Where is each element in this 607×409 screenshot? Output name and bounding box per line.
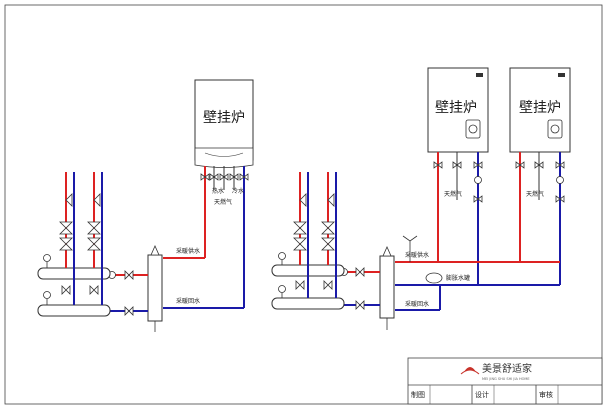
right-return-manifold: [271, 297, 345, 310]
left-boiler: 壁挂炉: [194, 79, 254, 168]
right-boiler-b-logo: [558, 73, 565, 77]
right-gas-b-label: 天燃气: [526, 190, 544, 198]
title-block: 美景舒适家 MEI JING SHU SHI JIA HOME 制图 设计 审核: [407, 357, 603, 405]
drawing-border: [4, 4, 603, 405]
right-heating-supply-label: 采暖供水: [405, 251, 429, 259]
right-boiler-valves: [433, 161, 565, 203]
brand-logo: [460, 367, 480, 375]
right-expansion-tank-label: 膨胀水罐: [446, 274, 470, 282]
title-cell-review: 审核: [539, 390, 553, 399]
left-supply-gauge-icon: [43, 254, 51, 262]
left-loop-risers: [65, 172, 103, 305]
left-return-manifold: [37, 304, 111, 317]
right-supply-gauge-icon: [278, 252, 286, 260]
right-safety-valve: [402, 235, 418, 262]
right-boiler-b-dial-icon: [550, 124, 560, 134]
right-separator: [379, 255, 395, 319]
left-boiler-base: [194, 147, 254, 168]
left-boiler-arc: [204, 152, 244, 157]
brand-subtitle: MEI JING SHU SHI JIA HOME: [482, 377, 530, 381]
left-hot-label: 热水: [212, 187, 224, 195]
right-system: 壁挂炉 壁挂炉 天燃气 天燃气: [271, 67, 571, 330]
right-separator-vent: [382, 246, 392, 257]
left-loop-valves: [59, 193, 101, 295]
right-boiler-b: 壁挂炉: [509, 67, 571, 153]
right-boiler-a: 壁挂炉: [427, 67, 489, 153]
right-boiler-a-logo: [476, 73, 483, 77]
left-boiler-valves: [200, 173, 249, 181]
right-loop-risers: [299, 172, 337, 298]
left-return-gauge-icon: [43, 291, 51, 299]
left-system: 壁挂炉 热水 冷水 天燃气 采暖供水 采暖回水: [37, 79, 254, 332]
left-main-valves: [108, 270, 134, 316]
right-boiler-a-dial-icon: [468, 124, 478, 134]
left-separator-vent: [150, 245, 160, 256]
right-heating-return-label: 采暖回水: [405, 300, 429, 308]
left-heating-supply-label: 采暖供水: [176, 247, 200, 255]
left-separator: [147, 254, 163, 322]
right-return-gauge-icon: [278, 285, 286, 293]
left-heating-return-label: 采暖回水: [176, 297, 200, 305]
left-cold-label: 冷水: [232, 187, 244, 195]
title-cell-design: 设计: [475, 390, 489, 399]
left-gas-label: 天燃气: [214, 198, 232, 206]
brand-name: 美景舒适家: [482, 362, 532, 375]
right-boiler-a-title: 壁挂炉: [435, 100, 477, 116]
right-expansion-tank: [425, 272, 443, 284]
right-boiler-b-title: 壁挂炉: [519, 100, 561, 116]
right-gas-a-label: 天燃气: [444, 190, 462, 198]
title-cell-drawn: 制图: [411, 390, 425, 399]
title-block-frame: [407, 357, 603, 405]
left-boiler-title: 壁挂炉: [203, 110, 245, 126]
right-loop-valves: [293, 193, 335, 290]
